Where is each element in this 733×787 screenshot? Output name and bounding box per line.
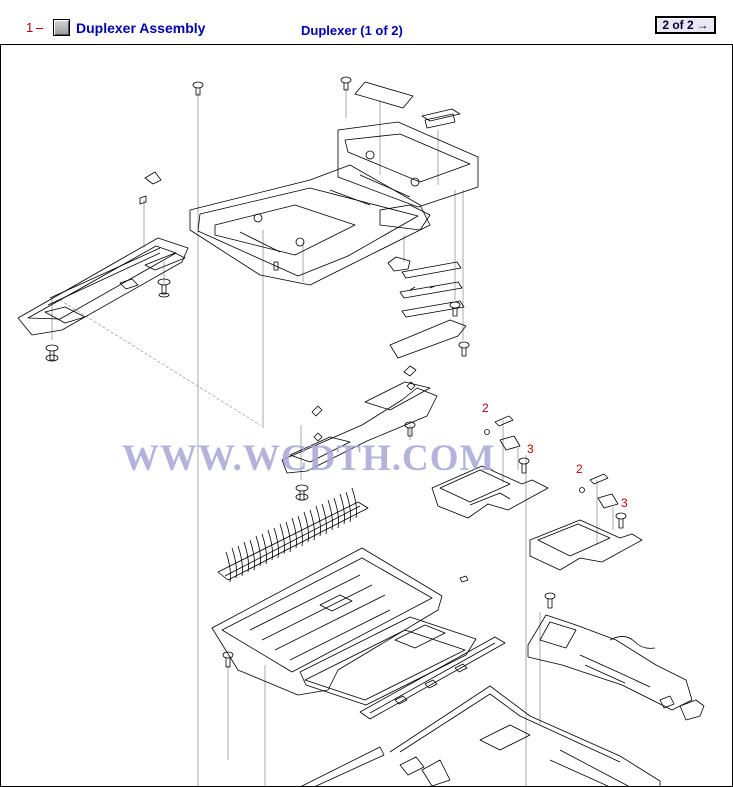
callout-label: 3 (621, 496, 628, 510)
base-frame (299, 685, 661, 787)
left-guide-rail (17, 171, 189, 336)
watermark-text: WWW.WCDTH.COM (122, 438, 496, 479)
page-title: Duplexer (1 of 2) (301, 23, 403, 38)
assembly-square-icon[interactable] (53, 19, 70, 36)
header-callout-leader (36, 28, 43, 29)
feed-guide (281, 365, 438, 474)
exploded-parts-diagram (17, 76, 705, 787)
paper-guide-right-lower (529, 473, 643, 571)
side-brackets (387, 256, 467, 359)
comb-guide (217, 487, 369, 583)
header-callout-number: 1 (26, 20, 34, 35)
page-indicator-label: 2 of 2 (662, 18, 694, 32)
duplexer-assembly-link[interactable]: Duplexer Assembly (76, 20, 206, 36)
right-side-frame (527, 614, 705, 721)
upper-frame-plate (189, 81, 479, 286)
arrow-right-icon: → (696, 18, 709, 32)
callout-label: 3 (527, 442, 534, 456)
header-bar: 1 Duplexer Assembly Duplexer (1 of 2) 2 … (0, 0, 733, 45)
lower-rail (359, 636, 506, 720)
page-indicator-button[interactable]: 2 of 2 → (655, 16, 716, 34)
screw-icons (45, 76, 627, 668)
callout-label: 2 (576, 462, 583, 476)
paper-guide-right-upper (431, 415, 549, 519)
callout-label: 2 (482, 401, 489, 415)
lower-paper-tray (211, 547, 477, 706)
